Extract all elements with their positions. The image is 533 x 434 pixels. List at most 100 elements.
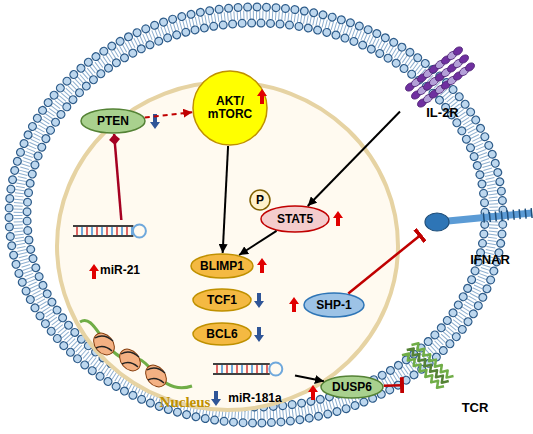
- nucleosome: [89, 329, 118, 359]
- rna-strand: [73, 225, 133, 227]
- base-pair: [111, 226, 113, 236]
- lipid-tails: [18, 15, 494, 415]
- dna-strand: [80, 321, 192, 388]
- node-label: SHP-1: [303, 292, 365, 318]
- node-label: Nucleus: [140, 392, 230, 412]
- outline: [193, 71, 267, 145]
- receptor-stripe: [489, 212, 491, 222]
- node-label: PTEN: [80, 108, 146, 134]
- receptor-stripe: [495, 211, 497, 221]
- helix-bead: [464, 61, 476, 73]
- protein-ellipse: PTEN: [80, 108, 146, 134]
- receptor-stripe: [530, 208, 532, 218]
- chromatin: [80, 321, 192, 391]
- base-pair: [261, 364, 263, 374]
- cell-membrane: [9, 7, 503, 423]
- outline: [261, 206, 329, 232]
- rna-strand: [73, 235, 133, 237]
- base-pair: [266, 364, 268, 374]
- down-arrow: [211, 391, 221, 406]
- receptor: IFNAR: [420, 205, 533, 272]
- base-pair: [241, 364, 243, 374]
- receptor-stripe: [483, 213, 485, 223]
- mirna-hairpin: miR-181a: [205, 358, 295, 410]
- base-pair: [86, 226, 88, 236]
- node-label: TCF1: [192, 288, 252, 312]
- outline: [193, 289, 251, 311]
- connector: [308, 112, 400, 206]
- outline: [321, 376, 383, 398]
- node-label: miR-181a: [215, 390, 295, 406]
- down-arrow: [254, 327, 264, 342]
- connector: [295, 375, 324, 381]
- receptor: IL-2R: [400, 20, 485, 120]
- transcription-factor: BCL6: [192, 322, 252, 346]
- base-pair: [121, 226, 123, 236]
- base-pair: [76, 226, 78, 236]
- node-label: miR-21: [80, 262, 160, 278]
- receptor: TCR: [402, 345, 502, 425]
- outline: [191, 254, 253, 278]
- up-arrow: [89, 264, 99, 279]
- up-arrow: [308, 385, 318, 400]
- down-arrow: [254, 293, 264, 308]
- base-pair: [106, 226, 108, 236]
- node-label: IL-2R: [400, 104, 485, 120]
- node-label: BLIMP1: [190, 253, 254, 279]
- down-arrow: [150, 114, 160, 129]
- connector: [384, 384, 402, 387]
- nucleosome: [141, 361, 170, 391]
- receptor-chain: [411, 343, 453, 377]
- up-arrow: [257, 258, 267, 273]
- connector: [114, 134, 121, 220]
- node-label: IFNAR: [455, 251, 525, 267]
- dna-wrap: [121, 352, 139, 367]
- up-arrow: [289, 297, 299, 312]
- protein-ellipse: SHP-1: [303, 292, 365, 318]
- receptor-head: [425, 213, 449, 231]
- receptor-stripe: [501, 211, 503, 221]
- connector: [239, 231, 276, 255]
- node-label: AKT/ mTORC: [204, 70, 256, 146]
- node-label: P: [249, 189, 271, 211]
- base-pair: [236, 364, 238, 374]
- rna-strand: [213, 373, 270, 375]
- outline: [193, 323, 251, 345]
- up-arrow: [257, 89, 267, 104]
- base-pair: [221, 364, 223, 374]
- base-pair: [231, 364, 233, 374]
- base-pair: [251, 364, 253, 374]
- lipid-heads: [9, 7, 503, 423]
- base-pair: [91, 226, 93, 236]
- base-pair: [226, 364, 228, 374]
- up-arrow: [333, 211, 343, 226]
- outline: [250, 190, 270, 210]
- node-label: STAT5: [260, 205, 330, 233]
- outline: [81, 109, 145, 133]
- helix-bead: [458, 53, 470, 65]
- connector: [348, 235, 420, 293]
- connector: [145, 112, 192, 117]
- receptor-stripe: [524, 209, 526, 219]
- lipid-heads-outline: [9, 7, 503, 423]
- receptor-stripe: [518, 209, 520, 219]
- node-label: TCR: [450, 399, 500, 415]
- mirna-hairpin: miR-21: [65, 220, 160, 282]
- transcription-factor: BLIMP1: [190, 253, 254, 279]
- nuclear-envelope: [57, 82, 398, 410]
- node-label: DUSP6: [320, 375, 384, 399]
- base-pair: [216, 364, 218, 374]
- base-pair: [246, 364, 248, 374]
- base-pair: [126, 226, 128, 236]
- base-pair: [256, 364, 258, 374]
- base-pair: [81, 226, 83, 236]
- node-label: BCL6: [192, 322, 252, 346]
- nucleosome: [115, 345, 144, 375]
- rna-strand: [213, 363, 270, 365]
- transcription-factor: TCF1: [192, 288, 252, 312]
- outline: [304, 293, 364, 317]
- base-pair: [96, 226, 98, 236]
- kinase-circle: AKT/ mTORC: [192, 70, 268, 146]
